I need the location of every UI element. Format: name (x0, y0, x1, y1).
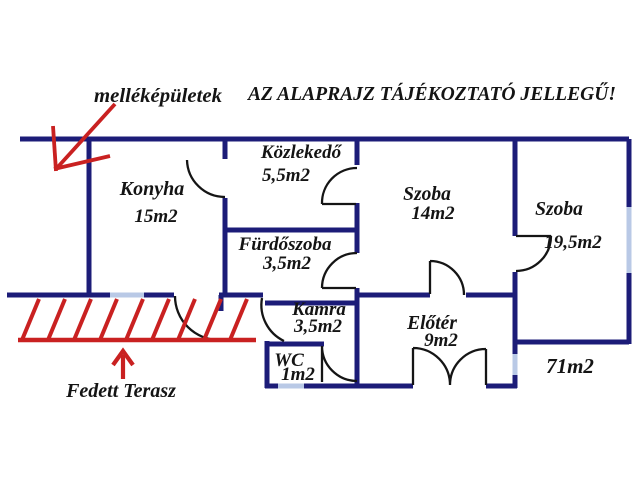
hatch-line (98, 298, 119, 341)
labels: AZ ALAPRAJZ TÁJÉKOZTATÓ JELLEGŰ! melléké… (65, 81, 616, 402)
door-double-entrance (411, 346, 488, 386)
room-label-szoba14: Szoba (403, 184, 451, 205)
arrow-shaft (54, 102, 117, 171)
covered-terrace-label: Fedett Terasz (65, 380, 176, 402)
door-arc-kitchen (185, 159, 226, 199)
hatch-line (20, 298, 41, 341)
area-label-eloter: 9m2 (424, 330, 458, 351)
area-label-wc: 1m2 (281, 364, 315, 385)
outbuildings-label: melléképületek (94, 86, 222, 107)
disclaimer-title: AZ ALAPRAJZ TÁJÉKOZTATÓ JELLEGŰ! (246, 81, 616, 105)
hatch-line (150, 298, 171, 341)
hatch-line (72, 298, 93, 341)
area-label-kozlekedo: 5,5m2 (262, 165, 311, 186)
outbuildings-arrow (51, 102, 117, 172)
door-arc-bathroom (320, 251, 358, 290)
door-arc-room14-foyer (428, 259, 466, 296)
windows (110, 207, 632, 389)
walls (7, 136, 632, 389)
room-label-eloter: Előtér (406, 313, 457, 334)
door-arc-wc (320, 345, 358, 383)
door-arc-pantry (260, 297, 285, 343)
area-label-konyha: 15m2 (134, 206, 178, 227)
room-label-szoba195: Szoba (535, 199, 583, 220)
area-label-szoba195: 19,5m2 (544, 232, 602, 253)
terrace-hatching (18, 298, 256, 343)
arrow-head (111, 347, 135, 367)
room-label-kamra: Kamra (291, 299, 346, 320)
room-label-wc: WC (274, 350, 304, 371)
arrow-barb-vertical (51, 125, 58, 172)
area-label-furdoszoba: 3,5m2 (262, 253, 312, 274)
room-label-kozlekedo: Közlekedő (260, 142, 343, 163)
total-area-label: 71m2 (546, 354, 594, 378)
area-label-kamra: 3,5m2 (293, 316, 343, 337)
hatch-line (202, 298, 223, 341)
door-arc-room195 (515, 234, 553, 273)
hatch-line (228, 298, 249, 341)
room-label-konyha: Konyha (119, 178, 184, 200)
hatch-line (46, 298, 67, 341)
hatch-line (176, 298, 197, 341)
area-label-szoba14: 14m2 (411, 203, 455, 224)
doors (173, 159, 553, 386)
arrow-barb-horizontal (53, 154, 111, 171)
hatch-line (124, 298, 145, 341)
door-arc-hall-room14 (320, 166, 358, 206)
terrace-arrow (111, 347, 135, 379)
room-label-furdoszoba: Fürdőszoba (238, 234, 332, 255)
